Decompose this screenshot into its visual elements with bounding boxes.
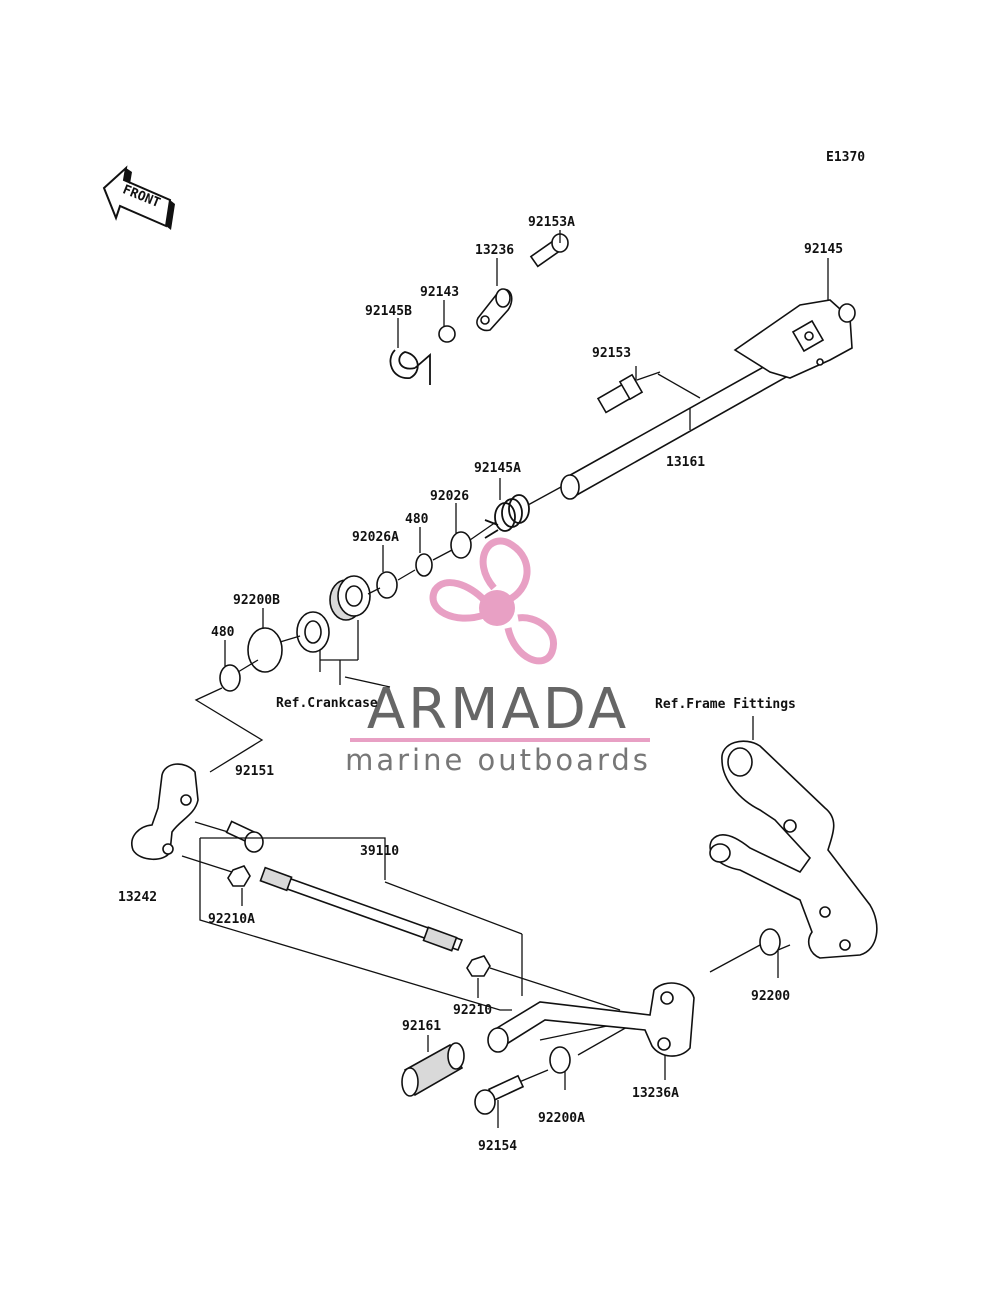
washer-92200A-part bbox=[549, 1046, 571, 1074]
label-92154: 92154 bbox=[478, 1139, 517, 1154]
leader-lines bbox=[194, 230, 829, 836]
washer-92200B-part bbox=[247, 627, 283, 673]
roller-13236-part bbox=[476, 288, 513, 332]
label-92161: 92161 bbox=[402, 1019, 441, 1034]
spring-92145A-part bbox=[484, 494, 530, 539]
collar-92143-part bbox=[438, 325, 456, 343]
washer-92026-part bbox=[450, 531, 472, 559]
label-92026A: 92026A bbox=[352, 530, 399, 545]
label-92210: 92210 bbox=[453, 1003, 492, 1018]
label-13236A: 13236A bbox=[632, 1086, 679, 1101]
label-92200B: 92200B bbox=[233, 593, 280, 608]
circlip-480-lower-part bbox=[219, 664, 241, 692]
washer-92026A-part bbox=[376, 571, 398, 599]
label-480-lower: 480 bbox=[211, 625, 235, 640]
label-92153: 92153 bbox=[592, 346, 631, 361]
spring-92145B-part bbox=[389, 349, 431, 385]
shift-lever-13242-part bbox=[131, 763, 199, 861]
label-480-upper: 480 bbox=[405, 512, 429, 527]
label-92151: 92151 bbox=[235, 764, 274, 779]
watermark-subtitle: marine outboards bbox=[345, 743, 651, 777]
label-92145: 92145 bbox=[804, 242, 843, 257]
gear-pedal-13236A-part bbox=[487, 982, 695, 1057]
label-13242: 13242 bbox=[118, 890, 157, 905]
label-92200: 92200 bbox=[751, 989, 790, 1004]
front-arrow-icon: FRONT bbox=[102, 165, 175, 230]
armada-logo: ARMADA marine outboards bbox=[345, 537, 651, 777]
propeller-hub-icon bbox=[479, 590, 515, 626]
label-13161: 13161 bbox=[666, 455, 705, 470]
needle-bearing-part bbox=[329, 575, 371, 621]
label-92145A: 92145A bbox=[474, 461, 521, 476]
label-92153A: 92153A bbox=[528, 215, 575, 230]
label-92210A: 92210A bbox=[208, 912, 255, 927]
nut-92210-part bbox=[466, 955, 491, 977]
watermark-title: ARMADA bbox=[367, 677, 629, 742]
foot-peg-92161-part bbox=[401, 1042, 465, 1097]
label-92026: 92026 bbox=[430, 489, 469, 504]
spring-92145-part bbox=[838, 303, 856, 323]
circlip-480-upper-part bbox=[415, 553, 433, 577]
frame-fitting-bracket-part bbox=[709, 740, 878, 959]
tie-rod-39110-part bbox=[259, 866, 464, 952]
bolt-92151-part bbox=[225, 820, 264, 853]
label-39110: 39110 bbox=[360, 844, 399, 859]
bolt-92153-part bbox=[596, 373, 644, 414]
propeller-icon bbox=[429, 537, 557, 665]
diagram-code: E1370 bbox=[826, 150, 865, 165]
washer-92200-part bbox=[759, 928, 781, 956]
bolt-92154-part bbox=[474, 1074, 525, 1115]
label-13236: 13236 bbox=[475, 243, 514, 258]
shift-shaft-part bbox=[560, 299, 853, 500]
nut-92210A-part bbox=[227, 865, 251, 887]
bolt-92153A-part bbox=[529, 233, 569, 268]
oil-seal-part bbox=[296, 611, 330, 653]
label-92200A: 92200A bbox=[538, 1111, 585, 1126]
label-92145B: 92145B bbox=[365, 304, 412, 319]
label-92143: 92143 bbox=[420, 285, 459, 300]
label-ref-crankcase: Ref.Crankcase bbox=[276, 696, 378, 711]
label-ref-frame-fittings: Ref.Frame Fittings bbox=[655, 697, 796, 712]
